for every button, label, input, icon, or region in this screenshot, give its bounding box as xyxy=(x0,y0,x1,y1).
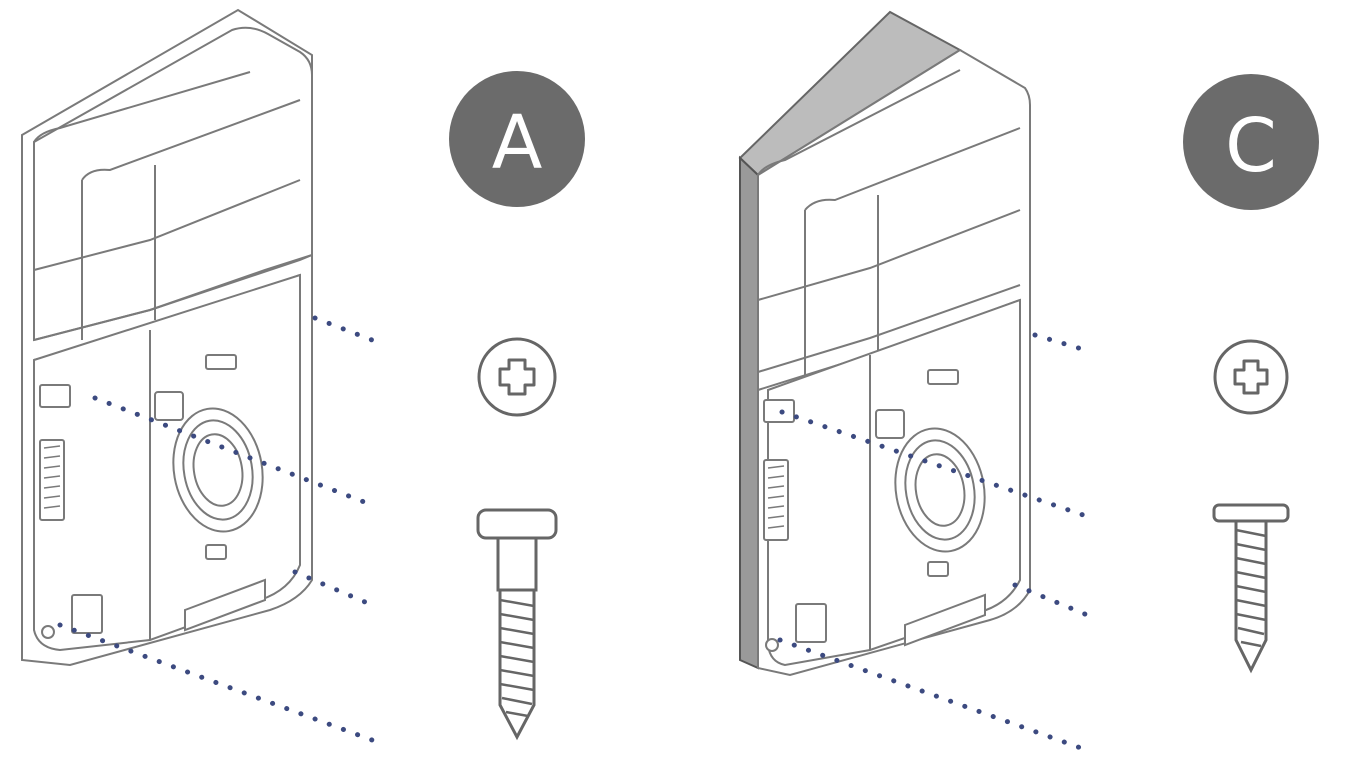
badge-c-label: C xyxy=(1225,103,1277,189)
phillips-screwdriver-icon xyxy=(477,337,557,417)
badge-a-label: A xyxy=(492,100,543,186)
phillips-screwdriver-icon xyxy=(1213,339,1289,415)
video-doorbell-icon xyxy=(21,8,313,667)
screw-icon xyxy=(1212,503,1290,674)
video-doorbell-icon xyxy=(757,48,1031,677)
badge-c: C xyxy=(1183,74,1319,210)
screw-icon xyxy=(476,508,558,741)
badge-a: A xyxy=(449,71,585,207)
panel-c: C xyxy=(738,10,1319,755)
screw-guide-lines xyxy=(57,315,375,743)
screw-guide-lines xyxy=(777,332,1095,755)
panel-a: A xyxy=(21,8,585,743)
